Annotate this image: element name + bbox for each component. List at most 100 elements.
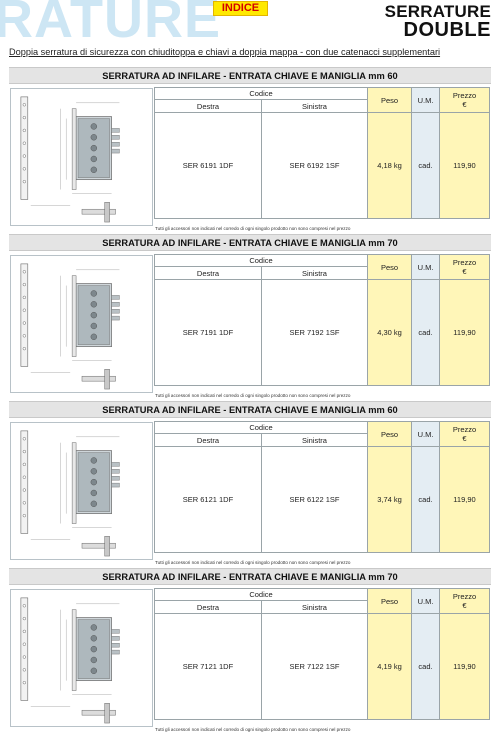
code-destra: SER 7121 1DF xyxy=(154,613,262,720)
bolt-shape xyxy=(111,469,120,474)
lock-mechanism-circle xyxy=(90,166,97,173)
code-destra: SER 6121 1DF xyxy=(154,446,262,553)
code-sinistra: SER 6192 1SF xyxy=(260,112,369,219)
keeper-post xyxy=(104,369,110,390)
bolt-shape xyxy=(111,148,120,154)
lock-mechanism-circle xyxy=(90,290,97,297)
um-value: cad. xyxy=(411,446,440,553)
lock-front-plate xyxy=(71,442,77,524)
um-header: U.M. xyxy=(411,87,440,113)
faceplate-hole xyxy=(22,488,26,492)
bolt-shape xyxy=(111,315,120,321)
lock-mechanism-circle xyxy=(90,333,97,340)
faceplate-hole xyxy=(22,270,26,274)
bolt-shape xyxy=(111,649,120,655)
bolt-shape xyxy=(111,462,120,467)
faceplate-hole xyxy=(22,115,26,120)
faceplate-shape xyxy=(20,96,29,200)
prezzo-value: 119,90 xyxy=(439,112,490,219)
faceplate-hole xyxy=(22,282,26,287)
code-destra: SER 7191 1DF xyxy=(154,279,262,386)
prezzo-label: Prezzo xyxy=(452,91,477,100)
sinistra-header: Sinistra xyxy=(260,600,369,614)
peso-header: Peso xyxy=(367,421,412,447)
page-title-line1: SERRATURE xyxy=(384,2,491,21)
prezzo-value: 119,90 xyxy=(439,446,490,553)
faceplate-hole xyxy=(22,642,26,646)
faceplate-hole xyxy=(22,514,26,518)
faceplate-hole xyxy=(22,437,26,441)
sinistra-header: Sinistra xyxy=(260,433,369,447)
section-title: SERRATURA AD INFILARE - ENTRATA CHIAVE E… xyxy=(9,234,491,251)
header-background-word: RATURE xyxy=(0,0,221,49)
lock-mechanism-circle xyxy=(90,478,97,486)
faceplate-hole xyxy=(22,103,26,107)
accessories-note: Tutti gli accessori non indicati nel cor… xyxy=(155,226,351,231)
prezzo-value: 119,90 xyxy=(439,613,490,720)
peso-value: 3,74 kg xyxy=(367,446,412,553)
product-section: SERRATURA AD INFILARE - ENTRATA CHIAVE E… xyxy=(9,67,491,232)
lock-drawing-svg xyxy=(20,430,120,557)
bolt-shape xyxy=(111,295,120,300)
bolt-shape xyxy=(111,476,120,481)
lock-mechanism-circle xyxy=(90,656,97,664)
faceplate-hole xyxy=(22,462,26,467)
um-header: U.M. xyxy=(411,421,440,447)
lock-drawing-svg xyxy=(20,263,120,390)
currency-label: € xyxy=(462,601,467,610)
prezzo-header: Prezzo€ xyxy=(439,254,490,280)
bolt-shape xyxy=(111,302,120,307)
prezzo-label: Prezzo xyxy=(452,425,477,434)
bolt-shape xyxy=(111,309,120,314)
faceplate-hole xyxy=(22,128,26,133)
code-sinistra: SER 7122 1SF xyxy=(260,613,369,720)
lock-front-plate xyxy=(71,275,77,357)
code-sinistra: SER 7192 1SF xyxy=(260,279,369,386)
section-title: SERRATURA AD INFILARE - ENTRATA CHIAVE E… xyxy=(9,401,491,418)
destra-header: Destra xyxy=(154,600,262,614)
codice-header: Codice xyxy=(154,87,368,100)
faceplate-hole xyxy=(22,308,26,312)
indice-button[interactable]: INDICE xyxy=(213,1,268,16)
prezzo-label: Prezzo xyxy=(452,592,477,601)
bolt-shape xyxy=(111,482,120,488)
faceplate-hole xyxy=(22,295,26,300)
keeper-post xyxy=(104,703,110,724)
codice-header: Codice xyxy=(154,254,368,267)
keeper-bar xyxy=(81,709,116,716)
faceplate-hole xyxy=(22,501,26,505)
accessories-note: Tutti gli accessori non indicati nel cor… xyxy=(155,727,351,732)
lock-mechanism-circle xyxy=(90,311,97,319)
lock-mechanism-circle xyxy=(90,667,97,674)
faceplate-shape xyxy=(20,597,29,701)
um-header: U.M. xyxy=(411,254,440,280)
destra-header: Destra xyxy=(154,433,262,447)
currency-label: € xyxy=(462,100,467,109)
prezzo-value: 119,90 xyxy=(439,279,490,386)
peso-value: 4,18 kg xyxy=(367,112,412,219)
keeper-post xyxy=(104,202,110,223)
peso-header: Peso xyxy=(367,87,412,113)
faceplate-hole xyxy=(22,167,26,171)
bolt-shape xyxy=(111,135,120,140)
accessories-note: Tutti gli accessori non indicati nel cor… xyxy=(155,393,351,398)
um-header: U.M. xyxy=(411,588,440,614)
faceplate-hole xyxy=(22,616,26,621)
keeper-bar xyxy=(81,542,116,549)
faceplate-hole xyxy=(22,141,26,145)
lock-mechanism-circle xyxy=(90,645,97,653)
price-table: Codice Peso U.M. Prezzo€ Destra Sinistra… xyxy=(154,421,490,553)
keeper-bar xyxy=(81,375,116,382)
lock-mechanism-circle xyxy=(90,301,97,308)
um-value: cad. xyxy=(411,279,440,386)
lock-front-plate xyxy=(71,609,77,691)
prezzo-header: Prezzo€ xyxy=(439,421,490,447)
lock-technical-drawing xyxy=(10,589,153,727)
faceplate-hole xyxy=(22,629,26,634)
sinistra-header: Sinistra xyxy=(260,266,369,280)
faceplate-hole xyxy=(22,604,26,608)
destra-header: Destra xyxy=(154,266,262,280)
bolt-shape xyxy=(111,636,120,641)
prezzo-header: Prezzo€ xyxy=(439,87,490,113)
lock-mechanism-circle xyxy=(90,468,97,475)
